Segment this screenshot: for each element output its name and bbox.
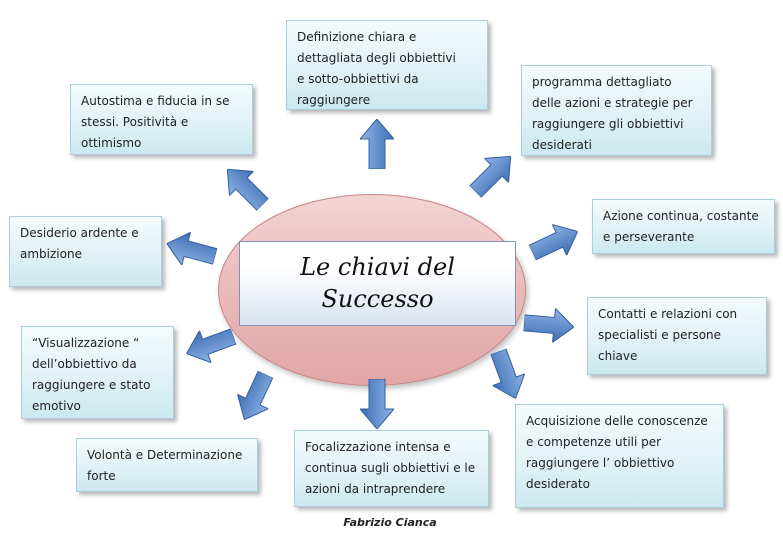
node-line: Definizione chiara e [297, 30, 417, 44]
arrow-down-icon [360, 379, 394, 429]
arrow-left-icon [166, 231, 218, 267]
node-autostima: Autostima e fiducia in se stessi. Positi… [70, 84, 253, 155]
node-line: Autostima e fiducia in se [81, 94, 230, 108]
node-line: Focalizzazione intensa e [305, 440, 451, 454]
node-desiderio: Desiderio ardente e ambizione [9, 216, 162, 287]
node-line: desiderato [526, 477, 590, 491]
title-line-1: Le chiavi del [300, 253, 455, 281]
node-definizione: Definizione chiara e dettagliata degli o… [286, 20, 488, 110]
node-line: forte [87, 469, 116, 483]
author-credit: Fabrizio Cianca [343, 516, 437, 529]
arrow-up-icon [360, 119, 394, 169]
node-line: e competenze utili per [526, 435, 662, 449]
node-line: delle azioni e strategie per [532, 96, 693, 110]
arrow-right-icon [522, 307, 575, 344]
node-line: raggiungere [297, 93, 371, 107]
arrow-down-left-icon [236, 370, 274, 421]
node-line: e sotto-obbiettivi da [297, 72, 419, 86]
node-line: ambizione [20, 247, 82, 261]
node-line: raggiungere gli obbiettivi [532, 117, 684, 131]
central-title-box: Le chiavi del Successo [239, 241, 516, 326]
node-programma: programma dettagliato delle azioni e str… [521, 65, 712, 156]
node-line: desiderati [532, 138, 592, 152]
node-azione: Azione continua, costante e perseverante [592, 199, 775, 254]
node-line: emotivo [32, 399, 81, 413]
node-line: Contatti e relazioni con [598, 307, 738, 321]
node-line: azioni da intraprendere [305, 482, 446, 496]
node-volonta: Volontà e Determinazione forte [76, 438, 258, 492]
node-visualizzazione: “Visualizzazione “ dell’obbiettivo da ra… [21, 326, 174, 419]
node-contatti: Contatti e relazioni con specialisti e p… [587, 297, 767, 375]
node-line: Acquisizione delle conoscenze [526, 414, 708, 428]
node-line: specialisti e persone [598, 328, 722, 342]
arrow-right-up-icon [528, 223, 579, 261]
node-acquisizione: Acquisizione delle conoscenze e competen… [515, 404, 724, 508]
node-line: ottimismo [81, 136, 142, 150]
arrow-up-right-icon [468, 155, 512, 199]
node-line: Volontà e Determinazione [87, 448, 243, 462]
node-line: continua sugli obbiettivi e le [305, 461, 476, 475]
node-line: programma dettagliato [532, 75, 672, 89]
node-line: “Visualizzazione “ [32, 336, 140, 350]
node-line: dell’obbiettivo da [32, 357, 137, 371]
title-line-2: Successo [321, 285, 434, 313]
node-line: Azione continua, costante [603, 209, 759, 223]
node-line: dettagliata degli obbiettivi [297, 51, 456, 65]
node-line: stessi. Positività e [81, 115, 189, 129]
arrow-down-right-icon [490, 348, 526, 400]
node-line: raggiungere e stato [32, 378, 151, 392]
arrow-up-left-icon [226, 168, 270, 212]
node-line: Desiderio ardente e [20, 226, 139, 240]
node-focalizzazione: Focalizzazione intensa e continua sugli … [294, 430, 489, 507]
node-line: e perseverante [603, 230, 695, 244]
arrow-left-down-icon [185, 328, 237, 364]
node-line: raggiungere l’ obbiettivo [526, 456, 675, 470]
node-line: chiave [598, 349, 638, 363]
